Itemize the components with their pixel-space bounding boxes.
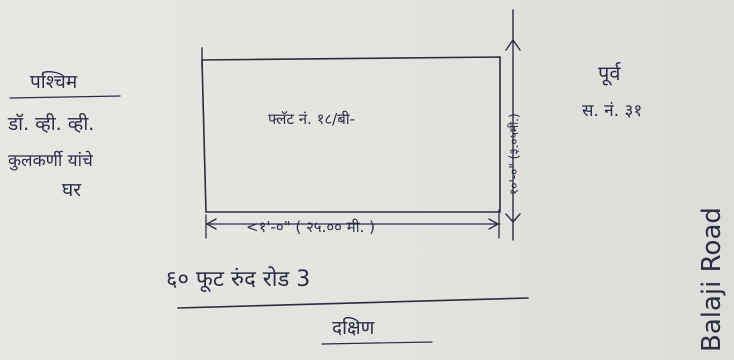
height-arrow-bottom (505, 213, 521, 224)
west-heading-underline (9, 95, 121, 99)
west-neighbor-line2: कुलकर्णी यांचे (8, 150, 94, 171)
south-road-label: ६० फूट रुंद रोड 3 (166, 266, 310, 293)
width-dimension-text: <१'-०" ( २५.०० मी. ) (246, 218, 375, 236)
east-survey-number: स. नं. ३१ (582, 101, 642, 121)
plot-boundary (201, 56, 501, 213)
width-arrow-right (488, 218, 500, 230)
side-road-label: Balaji Road (697, 207, 727, 352)
south-road-line (177, 297, 529, 309)
south-heading: दक्षिण (332, 316, 375, 339)
west-neighbor-line3: घर (62, 179, 82, 201)
width-arrow-left (205, 218, 217, 230)
west-heading: पश्चिम (30, 70, 78, 93)
south-heading-underline (321, 341, 433, 345)
east-heading: पूर्व (598, 61, 621, 86)
plot-label: फ्लॅट नं. १८/बी- (268, 110, 355, 128)
height-dimension-text: १०'-०" (३.०५मी.) (507, 113, 521, 195)
west-neighbor-line1: डॉ. व्ही. व्ही. (7, 112, 94, 135)
height-arrow-top (505, 38, 521, 51)
